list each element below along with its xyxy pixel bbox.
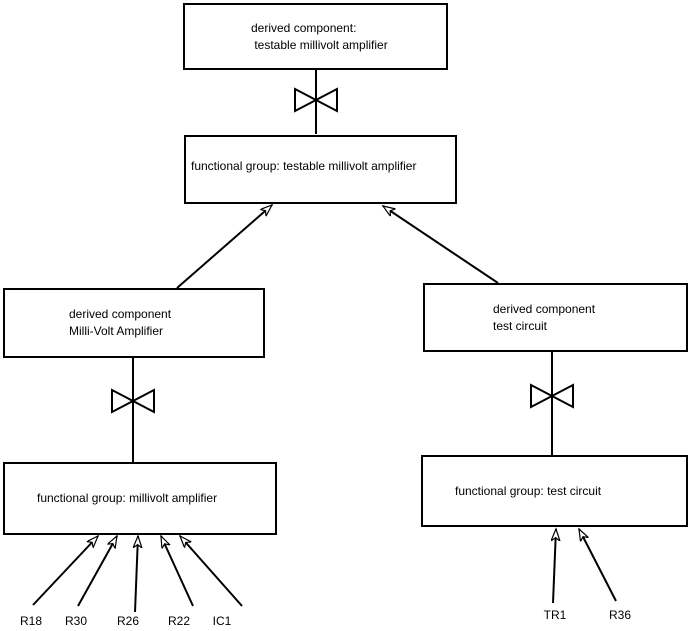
node-label-line: functional group: testable millivolt amp… [191, 159, 417, 173]
arrow-left-derived-to-top-functional [176, 205, 272, 289]
node-label-line: functional group: millivolt amplifier [37, 491, 218, 505]
node-label-line: testable millivolt amplifier [251, 37, 388, 52]
arrow-right-derived-to-top-functional [383, 206, 499, 284]
leaf-arrow-r26 [135, 536, 138, 613]
node-derived-milli-volt-amplifier: derived component Milli-Volt Amplifier [3, 288, 265, 358]
leaf-arrow-ic1 [180, 536, 243, 607]
bowtie-connector-icon [294, 87, 338, 113]
node-label-line: functional group: test circuit [455, 483, 602, 498]
node-label-line: derived component [493, 301, 596, 316]
node-label-line: derived component [69, 307, 172, 321]
leaf-arrow-tr1 [553, 529, 556, 604]
node-label-line: derived component: [251, 20, 357, 35]
leaf-label-r18: R18 [19, 614, 43, 628]
leaf-arrow-r36 [578, 529, 617, 602]
leaf-label-r26: R26 [116, 614, 140, 628]
leaf-label-r36: R36 [608, 608, 632, 622]
node-derived-test-circuit: derived component test circuit [423, 283, 688, 352]
leaf-label-tr1: TR1 [543, 608, 567, 622]
leaf-label-ic1: IC1 [212, 614, 232, 628]
node-functional-group-testable-millivolt-amplifier: functional group: testable millivolt amp… [184, 135, 457, 204]
node-functional-group-test-circuit: functional group: test circuit [421, 455, 688, 527]
bowtie-connector-icon [530, 383, 574, 409]
leaf-arrow-r22 [160, 536, 194, 607]
node-functional-group-millivolt-amplifier: functional group: millivolt amplifier [3, 462, 277, 535]
leaf-label-r22: R22 [167, 614, 191, 628]
leaf-arrow-r18 [32, 536, 98, 606]
leaf-label-r30: R30 [64, 614, 88, 628]
node-derived-testable-millivolt-amplifier: derived component: testable millivolt am… [183, 3, 448, 70]
bowtie-connector-icon [111, 388, 155, 414]
node-label-line: test circuit [493, 318, 548, 333]
leaf-arrow-r30 [77, 536, 118, 607]
node-label-line: Milli-Volt Amplifier [69, 324, 164, 338]
